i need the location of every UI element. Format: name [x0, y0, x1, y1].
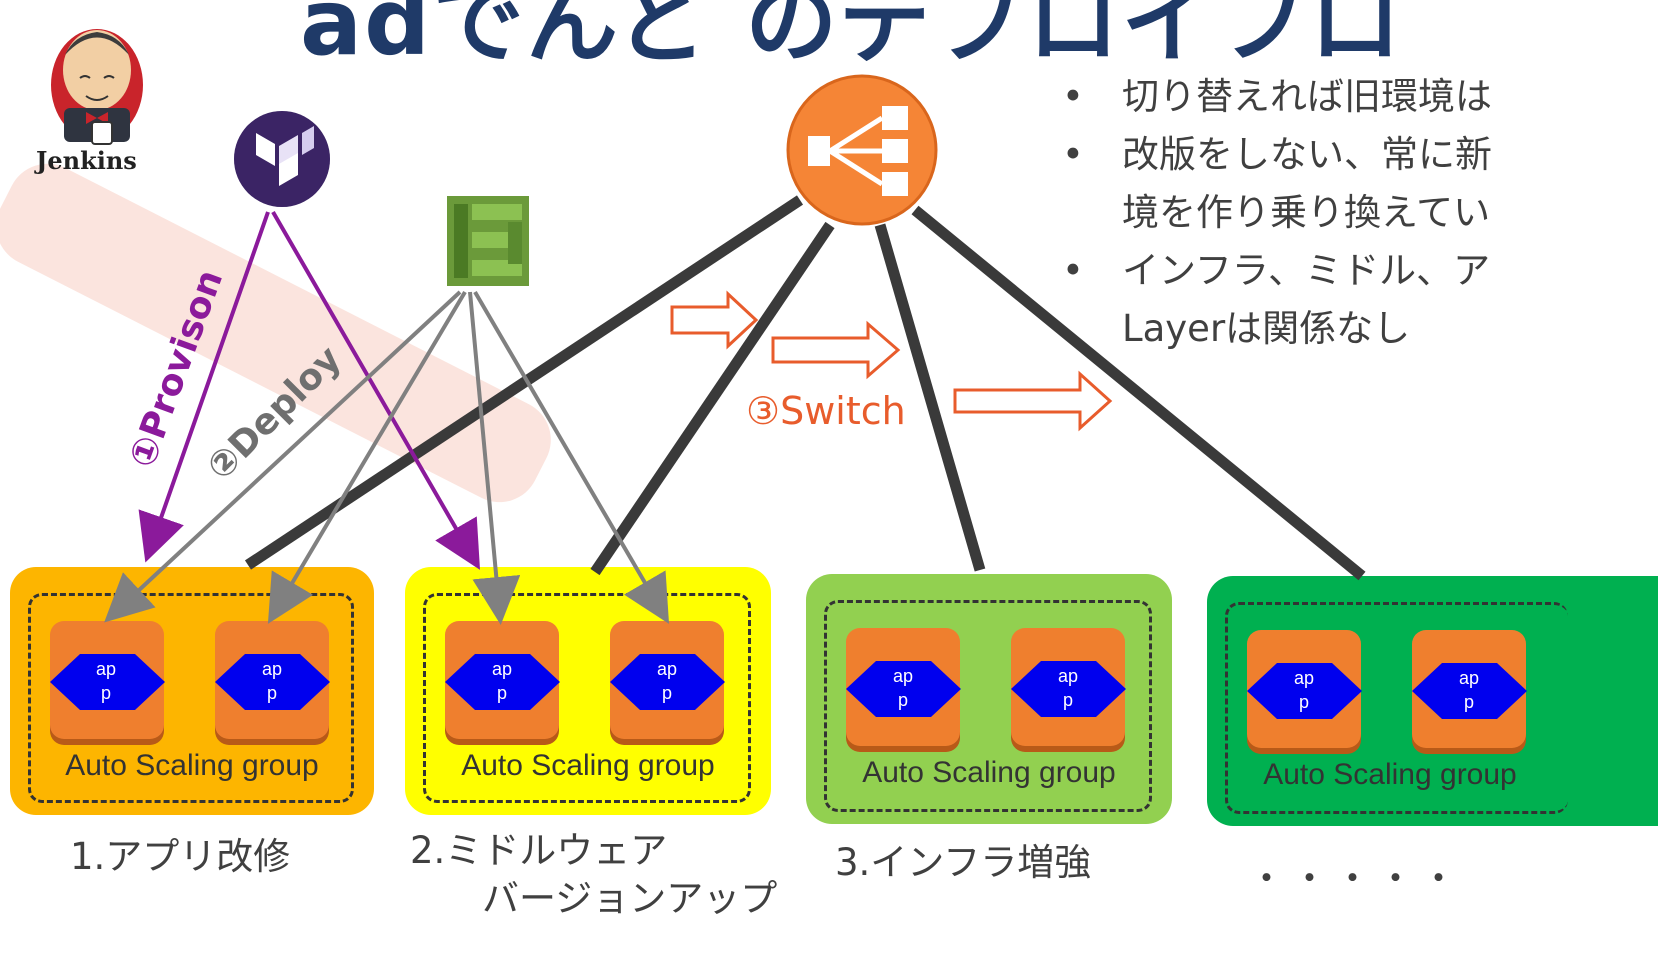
app-badge-1b: ap p — [215, 654, 330, 710]
svg-text:p: p — [1464, 692, 1474, 712]
deploy-arrow-3 — [468, 291, 521, 625]
bullet-2: 改版をしない、常に新 — [1062, 126, 1492, 184]
svg-text:p: p — [101, 683, 111, 703]
caption-1: 1.アプリ改修 — [70, 835, 291, 878]
terraform-icon — [234, 111, 330, 207]
lb-wires — [244, 195, 1366, 581]
caption-4: ・・・・・ — [1248, 857, 1463, 900]
svg-text:p: p — [497, 683, 507, 703]
app-badge-4b: ap p — [1412, 663, 1527, 719]
deploy-arrows — [104, 290, 670, 625]
svg-text:ap: ap — [893, 666, 913, 686]
svg-text:ap: ap — [1058, 666, 1078, 686]
app-badge-1a: ap p — [50, 654, 165, 710]
app-badge-4a: ap p — [1247, 663, 1362, 719]
svg-text:ap: ap — [657, 659, 677, 679]
slide-title: ādでんど のデプロイフロ — [300, 0, 1404, 76]
jenkins-label: Jenkins — [36, 146, 137, 175]
deploy-arrow-1 — [104, 290, 462, 623]
asg-boundary-4 — [1225, 602, 1568, 814]
svg-text:ap: ap — [96, 659, 116, 679]
app-badge-3b: ap p — [1011, 661, 1126, 717]
wire-to-group-4 — [911, 205, 1366, 581]
asg-boundary-1 — [28, 593, 354, 803]
svg-text:p: p — [898, 690, 908, 710]
svg-text:ap: ap — [1294, 668, 1314, 688]
caption-3: 3.インフラ増強 — [835, 841, 1092, 884]
switch-arrow-1 — [670, 290, 759, 350]
asg-label-1: Auto Scaling group — [65, 749, 319, 782]
bullet-3: インフラ、ミドル、ア — [1062, 242, 1492, 300]
load-balancer-icon — [786, 74, 938, 226]
svg-text:ap: ap — [1459, 668, 1479, 688]
wire-to-group-3 — [874, 223, 986, 572]
bullet-1: 切り替えれば旧環境は — [1062, 68, 1492, 126]
asg-label-4: Auto Scaling group — [1263, 758, 1517, 791]
asg-label-2: Auto Scaling group — [461, 749, 715, 782]
caption-2: 2.ミドルウェア — [410, 829, 668, 872]
svg-text:p: p — [1299, 692, 1309, 712]
deploy-arrow-2 — [267, 290, 467, 624]
provision-arrows — [138, 210, 481, 570]
switch-arrow-2 — [771, 320, 901, 380]
switch-arrows — [670, 290, 1113, 432]
provision-arrow-1 — [138, 211, 270, 563]
svg-text:p: p — [662, 683, 672, 703]
switch-label: ③Switch — [746, 389, 906, 433]
svg-text:ap: ap — [492, 659, 512, 679]
jenkins-butler-icon — [51, 29, 143, 145]
app-badge-3a: ap p — [846, 661, 961, 717]
switch-arrow-3 — [953, 370, 1113, 432]
asg-label-3: Auto Scaling group — [862, 756, 1116, 789]
svg-text:p: p — [1063, 690, 1073, 710]
codedeploy-icon — [447, 196, 529, 286]
caption-2b: バージョンアップ — [482, 877, 778, 920]
app-badges: ap p ap p ap p ap p ap p ap p — [50, 654, 1527, 719]
wire-to-group-2 — [590, 221, 835, 576]
bullet-3-cont: Layerは関係なし — [1122, 307, 1411, 350]
app-badge-2a: ap p — [445, 654, 560, 710]
svg-text:p: p — [267, 683, 277, 703]
deploy-arrow-4 — [473, 290, 670, 624]
bullet-2-cont: 境を作り乗り換えてい — [1122, 191, 1491, 234]
asg-boundary-2 — [423, 593, 751, 803]
app-badge-2b: ap p — [610, 654, 725, 710]
svg-text:ap: ap — [262, 659, 282, 679]
asg-boundary-3 — [824, 600, 1152, 812]
bullet-list: 切り替えれば旧環境は 改版をしない、常に新 境を作り乗り換えてい インフラ、ミド… — [1062, 68, 1492, 358]
provision-arrow-2 — [271, 210, 481, 570]
